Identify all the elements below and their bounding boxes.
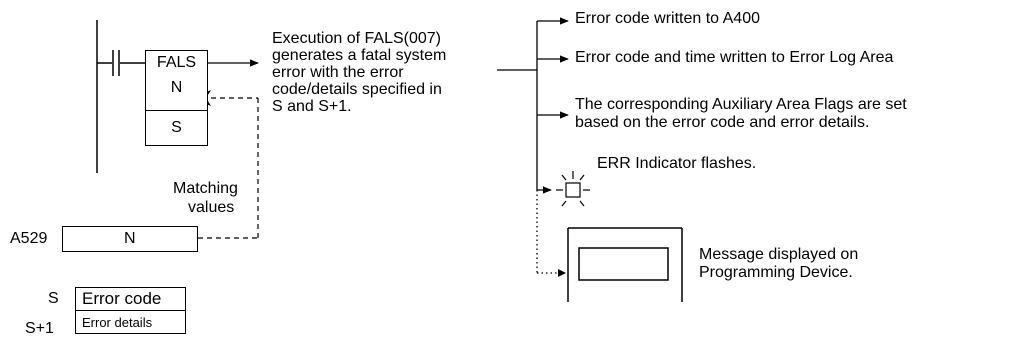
programming-device-icon [567,227,683,302]
operand-n-label: N [170,79,183,96]
fals-instruction-box: FALS [145,50,208,76]
result-err-indicator: ERR Indicator flashes. [597,155,757,172]
s-word-box: Error code [75,287,186,311]
result-message-line-1: Message displayed on [699,246,859,263]
s-value: Error code [82,289,162,308]
result-aux-flags-line-2: based on the error code and error detail… [575,114,870,131]
a529-address: A529 [10,230,48,247]
s1-value: Error details [82,314,153,330]
operand-s-label: S [171,119,182,136]
matching-label-line-1: Matching [173,180,238,197]
a529-word-box: N [62,226,198,252]
execution-note-line-2: generates a fatal system [272,47,447,64]
result-aux-flags-line-1: The corresponding Auxiliary Area Flags a… [575,96,907,113]
fals-label: FALS [156,54,197,71]
execution-note-line-1: Execution of FALS(007) [272,30,441,47]
s1-word-box: Error details [75,310,186,334]
result-error-log: Error code and time written to Error Log… [575,49,894,66]
execution-note-line-4: code/details specified in [272,81,442,98]
operand-s-box: S [145,110,208,146]
execution-note-line-5: S and S+1. [272,98,352,115]
err-led-icon [556,171,590,207]
a529-value: N [124,230,136,247]
matching-label-line-2: values [188,199,235,216]
execution-note-line-3: error with the error [272,64,404,81]
s-address: S [48,290,59,307]
result-message-line-2: Programming Device. [699,264,853,281]
s1-address: S+1 [25,320,54,337]
result-error-code-a400: Error code written to A400 [575,10,760,27]
